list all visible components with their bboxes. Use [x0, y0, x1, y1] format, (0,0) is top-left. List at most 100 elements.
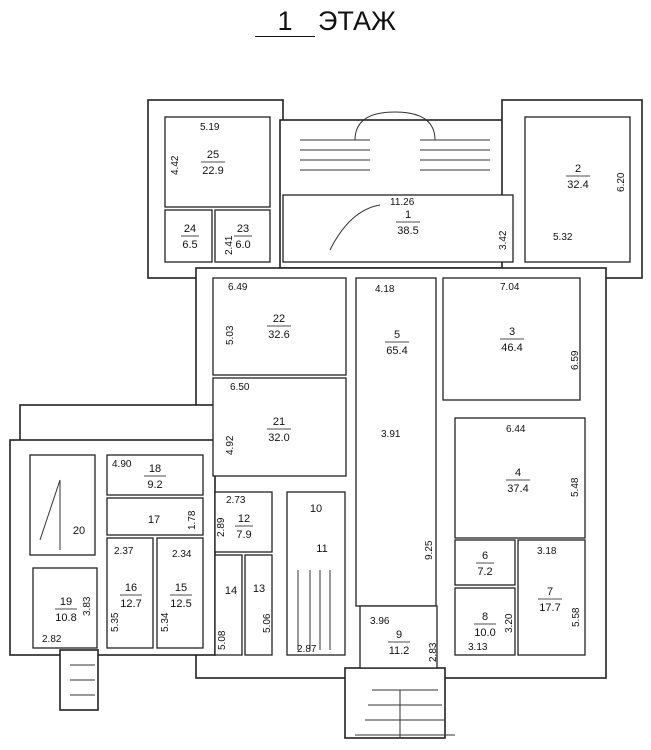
room-label: 10.0 [474, 627, 495, 639]
stair-lines [354, 111, 436, 141]
dimension-label: 6.20 [616, 172, 627, 192]
room-5: 565.4 [385, 329, 409, 357]
floor-label: ЭТАЖ [318, 6, 396, 36]
dimension-label: 2.73 [226, 495, 246, 506]
room-19: 19 10.8 [55, 596, 77, 624]
room-label: 25 [207, 149, 219, 161]
room-outline [454, 539, 516, 586]
room-label: 12.5 [170, 598, 191, 610]
room-24: 246.5 [181, 223, 199, 251]
wall-block [19, 404, 216, 446]
room-outline [286, 491, 346, 656]
room-outline [359, 605, 438, 669]
room-outline [454, 417, 586, 539]
floor-title: 1 ЭТАЖ [0, 2, 651, 42]
room-outline [524, 116, 631, 263]
dimension-label: 6.59 [570, 350, 581, 370]
dimension-label: 3.83 [82, 596, 93, 616]
room-3: 346.4 [500, 326, 524, 354]
dimension-label: 3.42 [498, 230, 509, 250]
room-label: 32.0 [268, 432, 289, 444]
room-label: 23 [237, 223, 249, 235]
dimension-label: 4.92 [225, 435, 236, 455]
room-outline [212, 377, 347, 477]
stair-lines [300, 139, 490, 171]
dimension-label: 5.19 [200, 122, 220, 133]
dimension-label: 11.26 [390, 197, 415, 208]
room-label: 9 [396, 629, 402, 641]
dimension-label: 3.96 [370, 616, 390, 627]
dimension-label: 7.04 [500, 282, 520, 293]
rooms-outline [29, 116, 631, 669]
room-20: 20 [73, 525, 85, 537]
room-13: 13 [253, 583, 265, 595]
room-label: 6.0 [235, 239, 250, 251]
room-18: 189.2 [144, 463, 166, 491]
dimension-label: 6.50 [230, 382, 250, 393]
room-label: 19 [60, 596, 72, 608]
dimension-label: 2.87 [297, 644, 317, 655]
dimension-label: 2.37 [114, 546, 134, 557]
room-label: 12.7 [120, 598, 141, 610]
room-2: 232.4 [566, 163, 590, 191]
dimension-label: 5.35 [110, 612, 121, 632]
room-7: 717.7 [538, 586, 562, 614]
room-label: 7.9 [236, 529, 251, 541]
dimension-label: 6.49 [228, 282, 248, 293]
dimension-label: 5.08 [217, 630, 228, 650]
room-outline [517, 539, 586, 656]
room-label: 18 [149, 463, 161, 475]
room-25: 25 22.9 [201, 149, 225, 177]
room-outline [156, 537, 204, 649]
dimension-label: 6.44 [506, 424, 526, 435]
dimension-label: 2.89 [216, 517, 227, 537]
stair-lines [39, 204, 381, 650]
room-label: 22.9 [202, 165, 223, 177]
dimension-label: 4.42 [170, 155, 181, 175]
dimension-label: 3.13 [468, 642, 488, 653]
room-label: 32.4 [567, 179, 588, 191]
room-outline [244, 554, 273, 656]
room-label: 65.4 [386, 345, 407, 357]
room-label: 2 [575, 163, 581, 175]
room-label: 6 [482, 550, 488, 562]
room-9: 911.2 [388, 629, 410, 657]
dimension-label: 2.83 [428, 642, 439, 662]
room-label: 8 [482, 611, 488, 623]
dimension-label: 3.20 [504, 613, 515, 633]
room-12: 127.9 [235, 513, 253, 541]
room-10: 10 [310, 503, 322, 515]
room-outline [355, 277, 437, 607]
room-label: 10.8 [55, 612, 76, 624]
dimension-label: 3.91 [381, 429, 401, 440]
dimension-label: 5.03 [225, 325, 236, 345]
stairs [39, 111, 490, 738]
room-8: 810.0 [474, 611, 496, 639]
room-label: 1 [405, 209, 411, 221]
room-label: 38.5 [397, 225, 418, 237]
room-outline [214, 554, 243, 656]
stair-lines [70, 664, 455, 738]
room-outline [214, 491, 273, 553]
dimension-label: 3.18 [537, 546, 557, 557]
room-17: 17 [148, 514, 160, 526]
dimension-label: 4.18 [375, 284, 395, 295]
dimension-label: 9.25 [424, 540, 435, 560]
dimension-label: 2.41 [224, 235, 235, 255]
room-outline [106, 537, 154, 649]
room-label: 9.2 [147, 479, 162, 491]
room-label: 12 [238, 513, 250, 525]
room-label: 24 [184, 223, 196, 235]
room-label: 5 [394, 329, 400, 341]
room-outline [282, 194, 514, 263]
room-labels: 138.5 232.4 346.4 437.4 565.4 67.2 717.7… [55, 149, 590, 657]
room-outline [32, 567, 98, 649]
room-4: 437.4 [506, 467, 530, 495]
room-11: 11 [316, 543, 327, 555]
dimension-label: 5.32 [553, 232, 573, 243]
dimension-label: 4.90 [112, 459, 132, 470]
